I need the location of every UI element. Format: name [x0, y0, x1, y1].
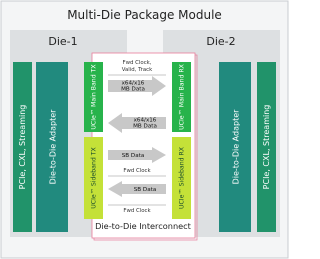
signal-fwd-clock-2: Fwd Clock [123, 208, 151, 214]
die-1-mainband-tx-label: UCIe™ Main Band TX [91, 64, 98, 130]
die-1-label: Die-1 [48, 35, 77, 48]
die-2-mainband-rx-block [172, 62, 191, 132]
die-2-adapter-label: Die-to-Die Adapter [232, 109, 241, 185]
die-2-sideband-rx-label: UCIe™ Sideband RX [179, 146, 186, 209]
signal-fwd-clock-valid-track-line2: Valid, Track [122, 67, 153, 73]
die-2-label: Die-2 [206, 35, 235, 48]
mb-data-rx-label-line1: x64/x16 [134, 118, 157, 124]
mb-data-rx-arrow [108, 113, 166, 133]
die-1-adapter-label: Die-to-Die Adapter [49, 109, 58, 185]
signal-fwd-clock-valid-track-line1: Fwd Clock, [122, 60, 151, 66]
die-1-sideband-tx-label: UCIe™ Sideband TX [91, 146, 98, 208]
sb-data-rx-arrow [108, 181, 166, 197]
mb-data-tx-arrow [108, 76, 166, 96]
sb-data-tx-label: SB Data [122, 153, 145, 159]
multi-die-diagram: Multi-Die Package Module Die-1 Die-2 PCI… [0, 0, 289, 259]
die-1-sideband-tx-block [84, 137, 103, 219]
mb-data-tx-label-line1: x64/x16 [122, 81, 145, 87]
die-1-adapter-block [36, 62, 68, 232]
die-2-sideband-rx-block [172, 137, 191, 219]
mb-data-rx-label-line2: MB Data [133, 124, 157, 130]
die-1-protocol-block [13, 62, 32, 232]
die-1-protocol-label: PCIe, CXL, Streaming [18, 105, 27, 190]
die-2-protocol-block [257, 62, 276, 232]
die-2-mainband-rx-label: UCIe™ Main Band RX [179, 63, 186, 130]
signal-fwd-clock-1: Fwd Clock [123, 168, 151, 174]
die-1-mainband-tx-block [84, 62, 103, 132]
mb-data-tx-label-line2: MB Data [121, 87, 145, 93]
die-2-protocol-label: PCIe, CXL, Streaming [262, 105, 271, 190]
die-2-adapter-block [219, 62, 251, 232]
package-title: Multi-Die Package Module [67, 8, 222, 22]
sb-data-tx-arrow [108, 147, 166, 163]
interconnect-label: Die-to-Die Interconnect [95, 221, 192, 231]
sb-data-rx-label: SB Data [134, 187, 157, 193]
